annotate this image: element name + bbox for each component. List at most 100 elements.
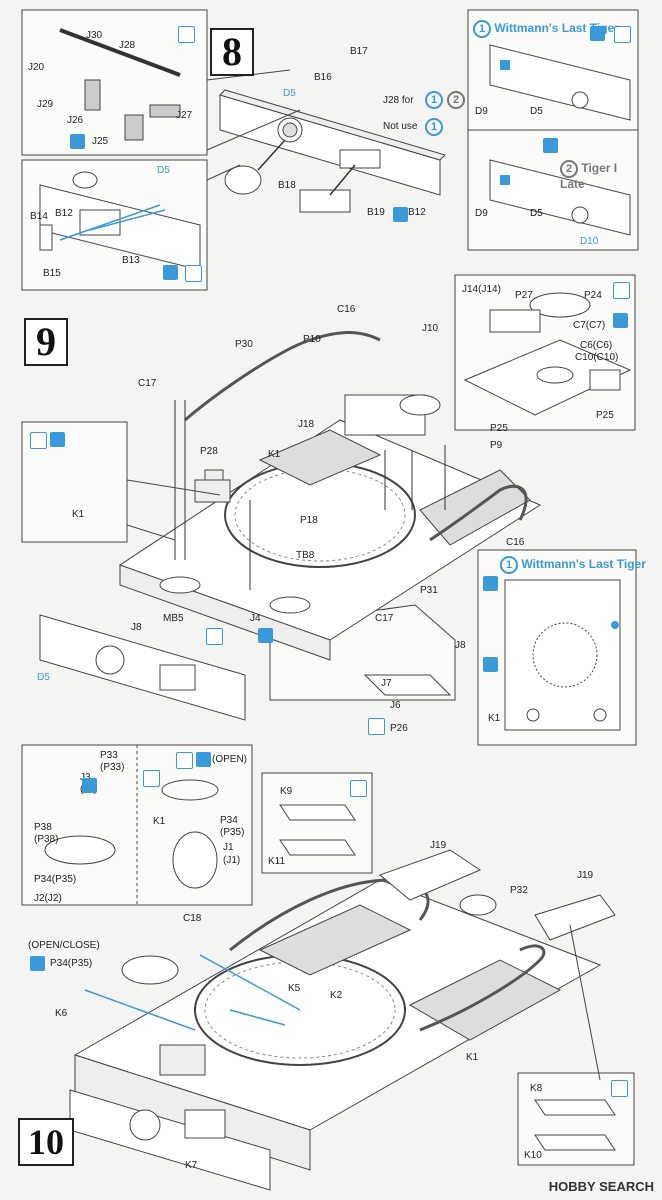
part-label: K1 [153, 816, 166, 827]
part-label: D5 [530, 208, 543, 219]
paint-brush-icon [143, 770, 160, 787]
part-label: J28 [119, 40, 136, 51]
part-label: K2 [330, 990, 343, 1001]
part-label: D5 [283, 88, 296, 99]
part-label: P34(P35) [34, 874, 77, 885]
part-label: P31 [420, 585, 438, 596]
glue-icon [590, 26, 605, 41]
part-label: J8 [131, 622, 142, 633]
part-label: J10 [422, 323, 439, 334]
paint-brush-icon [613, 282, 630, 299]
part-label: B17 [350, 46, 368, 57]
part-label: K1 [72, 509, 85, 520]
part-label: (P35) [220, 827, 245, 838]
glue-icon [50, 432, 65, 447]
part-label: (P38) [34, 834, 59, 845]
paint-brush-icon [614, 26, 631, 43]
part-label: P25 [596, 410, 614, 421]
part-label: J14(J14) [462, 284, 501, 295]
part-label: P38 [34, 822, 52, 833]
paint-brush-icon [176, 752, 193, 769]
paint-brush-icon [178, 26, 195, 43]
part-label: J2(J2) [34, 893, 62, 904]
part-label: MB5 [163, 613, 184, 624]
part-label: TB8 [296, 550, 315, 561]
wittmann-note: 1 Wittmann's Last Tiger [473, 20, 619, 38]
part-label: B14 [30, 211, 48, 222]
part-label: K9 [280, 786, 293, 797]
part-label: J8 [455, 640, 466, 651]
part-label: J26 [67, 115, 84, 126]
part-label: K1 [466, 1052, 479, 1063]
part-label: J4 [250, 613, 261, 624]
part-label: P32 [510, 885, 528, 896]
tiger-late-note: 2 Tiger I Late [560, 160, 618, 191]
part-label: K7 [185, 1160, 198, 1171]
part-label: B13 [122, 255, 140, 266]
paint-brush-icon [611, 1080, 628, 1097]
part-label: P10 [303, 334, 321, 345]
open-close-label: (OPEN/CLOSE) [28, 940, 100, 951]
part-label: Not use [383, 121, 418, 132]
part-label: D9 [475, 106, 488, 117]
part-label: K8 [530, 1083, 543, 1094]
gun-detail-box [21, 9, 208, 156]
glue-icon [613, 313, 628, 328]
paint-brush-icon [30, 432, 47, 449]
part-label: P33 [100, 750, 118, 761]
part-label: P24 [584, 290, 602, 301]
glue-icon [483, 657, 498, 672]
part-label: J19 [430, 840, 447, 851]
part-label: B18 [278, 180, 296, 191]
glue-icon [543, 138, 558, 153]
paint-brush-icon [206, 628, 223, 645]
part-label: D5 [37, 672, 50, 683]
part-label: P34 [220, 815, 238, 826]
part-label: C17 [138, 378, 157, 389]
part-label: J1 [223, 842, 234, 853]
part-label: B16 [314, 72, 332, 83]
part-label: C7(C7) [573, 320, 606, 331]
paint-brush-icon [185, 265, 202, 282]
glue-icon [258, 628, 273, 643]
part-label: C16 [506, 537, 525, 548]
glue-icon [393, 207, 408, 222]
part-label: B12 [55, 208, 73, 219]
part-label: C17 [375, 613, 394, 624]
part-label: D10 [580, 236, 599, 247]
part-label: K11 [268, 856, 286, 867]
part-label: K5 [288, 983, 301, 994]
part-label: J6 [390, 700, 401, 711]
part-label: P26 [390, 723, 408, 734]
part-label: P30 [235, 339, 253, 350]
part-label: P18 [300, 515, 318, 526]
part-label: J19 [577, 870, 594, 881]
part-label: B15 [43, 268, 61, 279]
circle-2: 2 [447, 91, 465, 109]
part-label: P25 [490, 423, 508, 434]
glue-icon [483, 576, 498, 591]
part-label: J3 [80, 772, 91, 783]
part-label: C16 [337, 304, 356, 315]
part-label: P34(P35) [50, 958, 93, 969]
paint-brush-icon [368, 718, 385, 735]
glue-icon [70, 134, 85, 149]
part-label: (P33) [100, 762, 125, 773]
watermark: HOBBY SEARCH [548, 1179, 654, 1194]
part-label: D9 [475, 208, 488, 219]
step-number-9: 9 [24, 318, 68, 366]
part-label: J20 [28, 62, 45, 73]
part-label: B12 [408, 207, 426, 218]
part-label: C6(C6) [580, 340, 613, 351]
step-number-8: 8 [210, 28, 254, 76]
paint-brush-icon [350, 780, 367, 797]
part-label: K10 [524, 1150, 542, 1161]
circle-1: 1 [425, 91, 443, 109]
wittmann-note: 1 Wittmann's Last Tiger [500, 556, 646, 574]
part-label: J7 [381, 678, 392, 689]
part-label: B19 [367, 207, 385, 218]
part-label: K1 [268, 449, 281, 460]
part-label: K6 [55, 1008, 68, 1019]
